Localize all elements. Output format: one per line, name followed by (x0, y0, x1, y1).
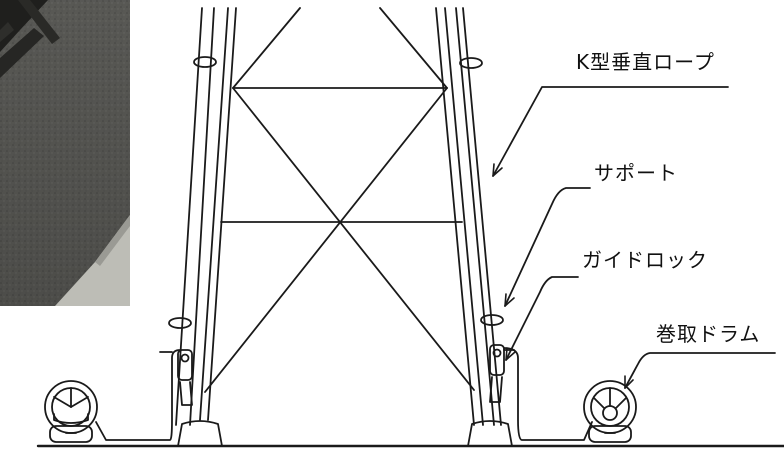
leader-winding-drum (624, 352, 776, 389)
right-rope (503, 347, 593, 441)
left-footing (177, 420, 223, 447)
tower-bracing (204, 7, 475, 393)
leader-support (504, 187, 591, 307)
left-winding-drum (44, 380, 98, 443)
asphalt-photo (0, 0, 130, 306)
right-tower-leg (435, 7, 504, 426)
label-winding-drum: 巻取ドラム (656, 322, 761, 346)
right-winding-drum (583, 380, 637, 443)
left-rope (95, 349, 181, 441)
inset-photo (0, 0, 130, 306)
left-tower-leg (168, 7, 237, 426)
label-k-vertical-rope: K型垂直ロープ (576, 50, 715, 74)
label-support: サポート (594, 161, 678, 185)
label-guide-lock: ガイドロック (582, 248, 708, 272)
right-guide-lock (489, 344, 515, 403)
leader-guide-lock (505, 276, 579, 361)
leader-k-vertical-rope (492, 86, 729, 177)
left-guide-lock (159, 349, 193, 406)
right-footing (467, 420, 513, 447)
